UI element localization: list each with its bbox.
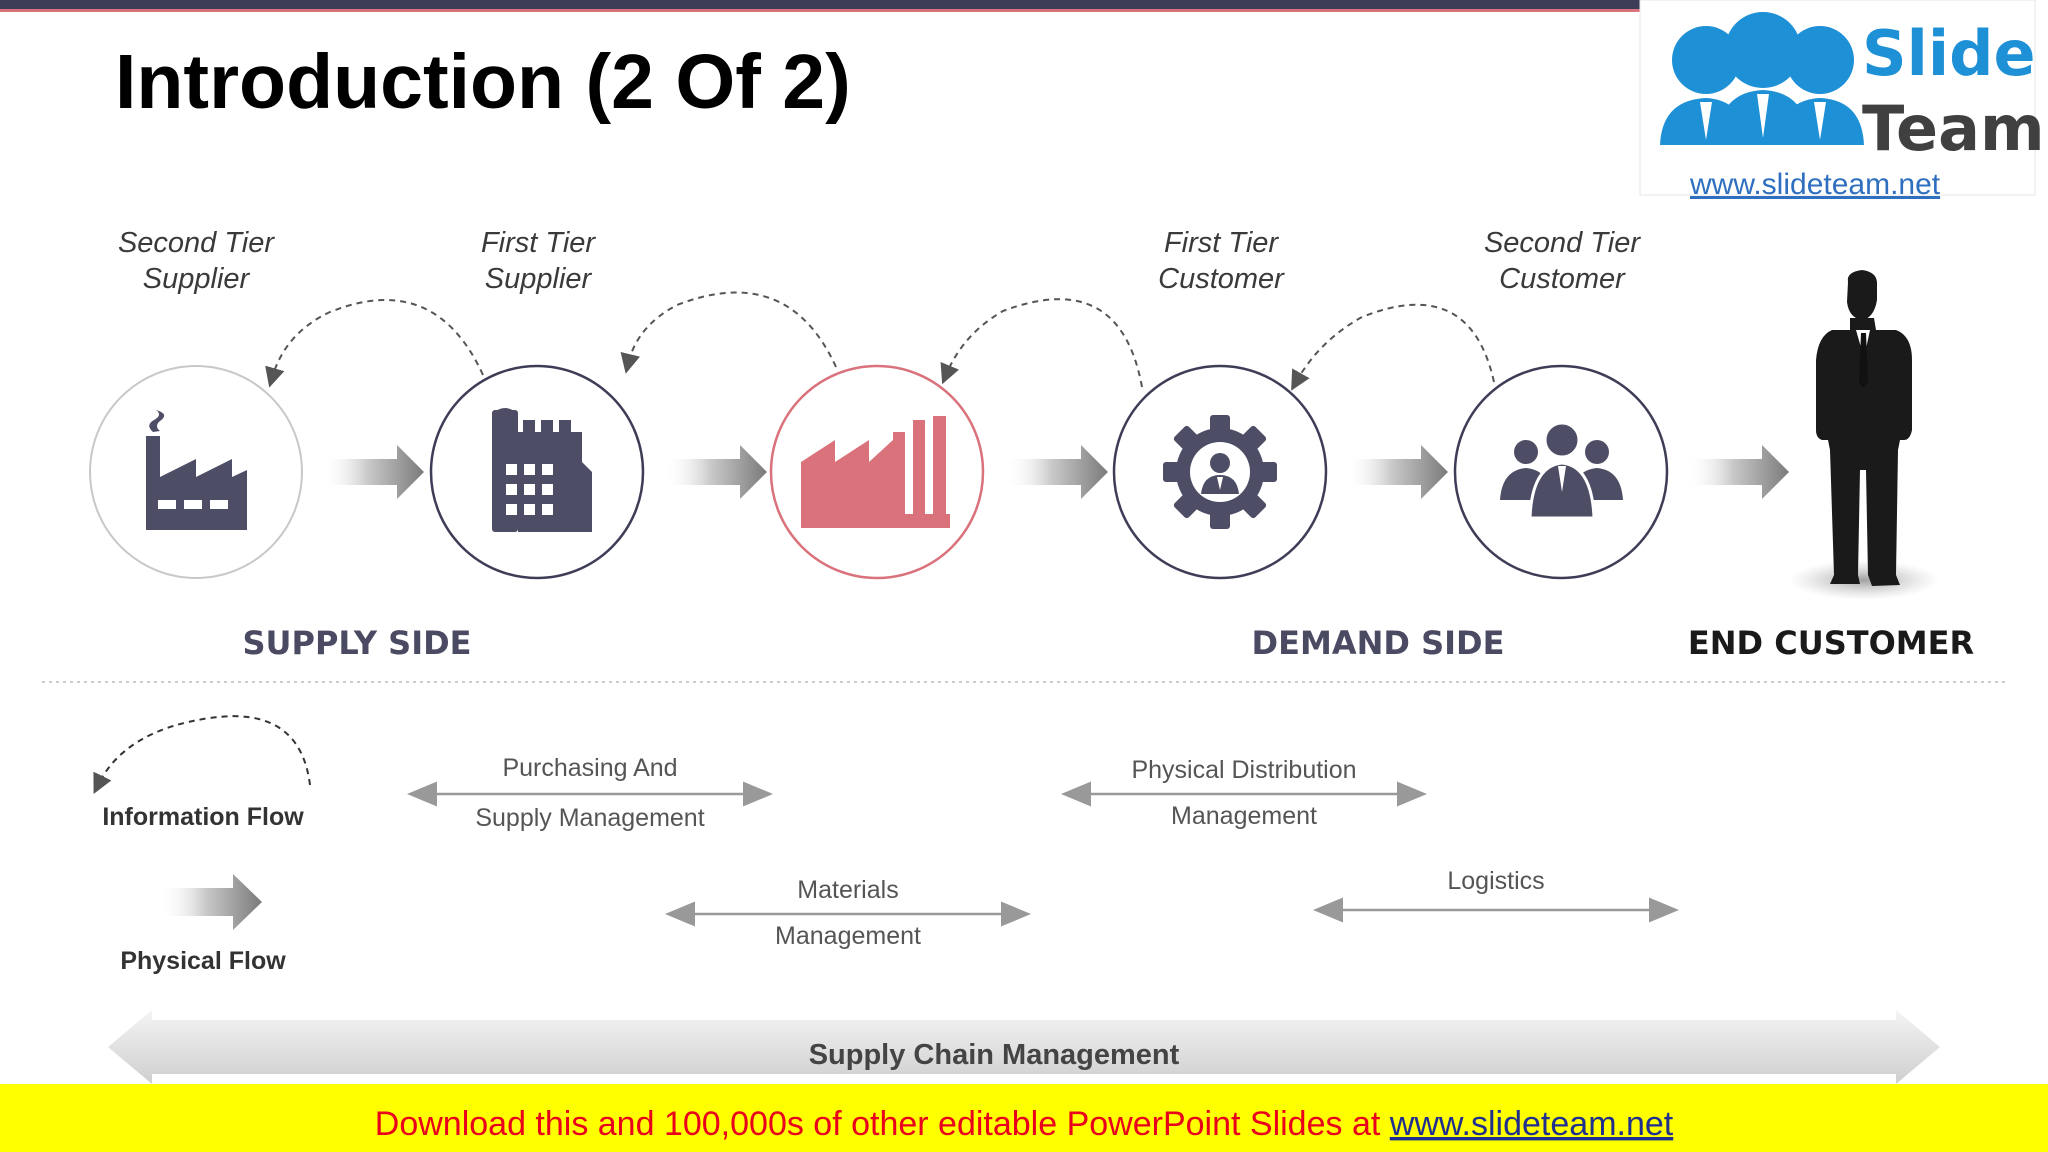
banner-message: Download this and 100,000s of other edit… [375,1105,1390,1143]
demand-side-label: DEMAND SIDE [1252,624,1505,662]
physical-flow-arrow-4 [1346,445,1448,499]
businessman-icon [1789,270,1939,600]
information-flow-legend-arc [93,715,311,794]
supply-chain-management-label: Supply Chain Management [809,1039,1180,1071]
gear-person-icon [1163,415,1277,529]
purchasing-label-line1: Purchasing And [502,754,677,782]
node-5-label-line2: Customer [1499,263,1626,295]
supply-side-label: SUPPLY SIDE [242,624,471,662]
node-5-label-line1: Second Tier [1484,227,1641,259]
tier-labels: Second Tier Supplier First Tier Supplier… [118,227,1641,295]
download-banner [0,1084,2048,1152]
info-flow-arc-4 [1291,303,1495,391]
physical-flow-arrows [322,445,1789,499]
materials-label-line2: Management [775,922,921,950]
node-2-label-line1: First Tier [481,227,596,259]
physical-flow-legend-arrow [160,874,262,930]
factory-building-icon [492,408,592,532]
materials-label-line1: Materials [797,876,898,904]
information-flow-legend-label: Information Flow [102,803,304,831]
logo-word-slide: Slide [1862,17,2036,90]
physical-flow-arrow-2 [665,445,767,499]
logistics-label: Logistics [1447,867,1544,895]
physical-flow-arrow-1 [322,445,424,499]
physical-flow-arrow-3 [1006,445,1108,499]
information-flow-arcs [265,291,1495,391]
node-2-label-line2: Supplier [485,263,593,295]
purchasing-label-line2: Supply Management [475,804,704,832]
physical-flow-arrow-5 [1687,445,1789,499]
top-strip-accent [0,9,1640,12]
physical-flow-legend-label: Physical Flow [120,947,286,975]
download-banner-text: Download this and 100,000s of other edit… [375,1105,1674,1143]
logo-word-team: Team [1862,92,2045,165]
node-4-label-line2: Customer [1158,263,1285,295]
end-customer-label: END CUSTOMER [1688,624,1974,662]
node-1-label-line2: Supplier [143,263,251,295]
info-flow-arc-3 [940,298,1143,388]
distribution-label-line1: Physical Distribution [1131,756,1356,784]
group-icon [1500,421,1623,520]
distribution-label-line2: Management [1171,802,1317,830]
factory-smoke-icon [146,410,247,530]
supply-chain-management-arrow [108,1010,1940,1084]
info-flow-arc-2 [620,291,837,374]
slideteam-logo: Slide Team www.slideteam.net [1639,0,2045,201]
logo-url-link[interactable]: www.slideteam.net [1689,168,1941,201]
factory-icon [801,416,950,528]
flow-band-lines [407,781,1679,927]
info-flow-arc-1 [265,299,484,388]
people-logo-icon [1660,12,1864,145]
page-title: Introduction (2 Of 2) [115,39,851,125]
node-1-label-line1: Second Tier [118,227,275,259]
banner-link[interactable]: www.slideteam.net [1389,1105,1674,1143]
node-4-label-line1: First Tier [1164,227,1279,259]
top-strip [0,0,1640,9]
